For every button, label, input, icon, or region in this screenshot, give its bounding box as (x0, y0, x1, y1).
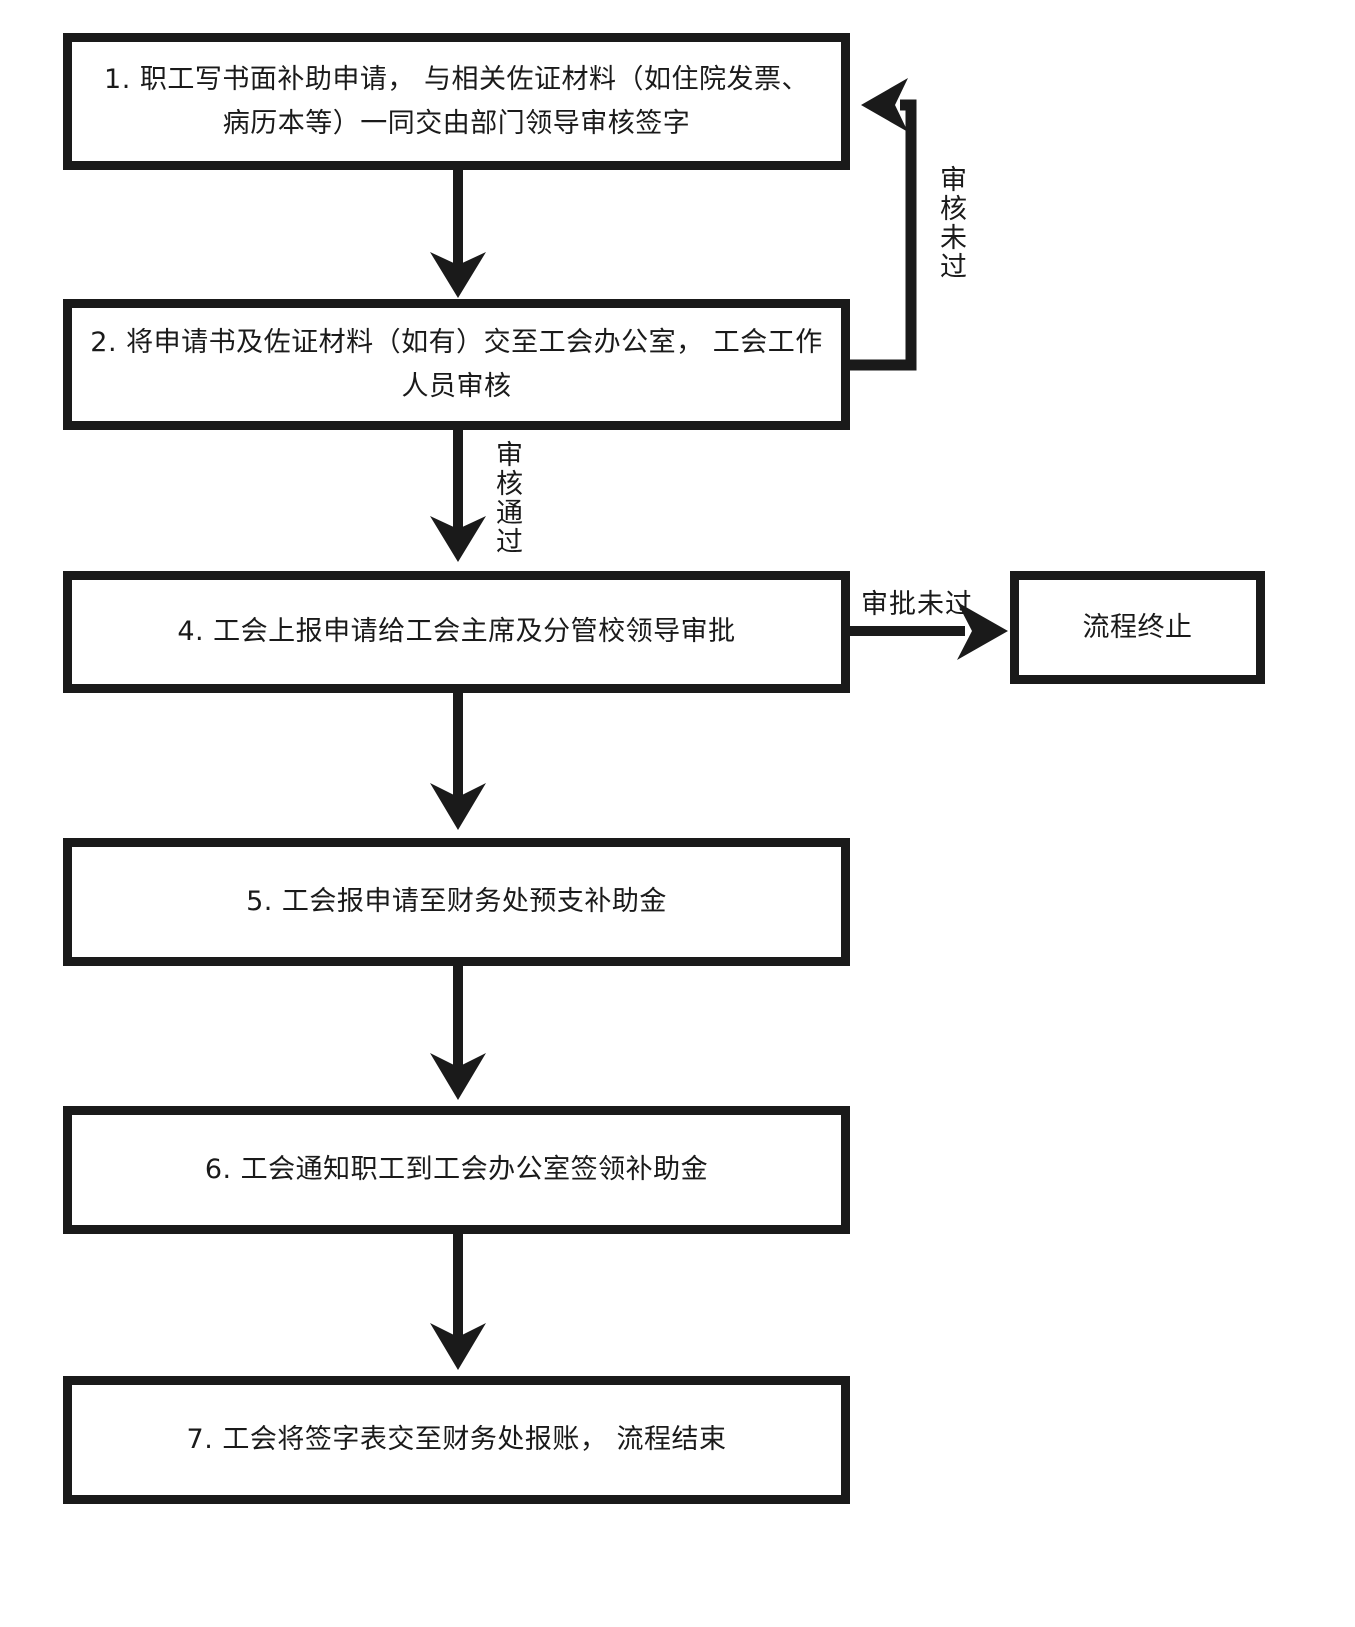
edge-n1-n2 (430, 170, 486, 298)
process-node-7-label: 7. 工会将签字表交至财务处报账， 流程结束 (186, 1424, 727, 1456)
terminal-node-label: 流程终止 (1082, 611, 1193, 643)
edge-n2-n1-feedback (850, 78, 917, 371)
edge-label-review-passed: 审核通过 (491, 440, 522, 556)
edge-n6-n7 (430, 1234, 486, 1370)
process-node-2[interactable]: 2. 将申请书及佐证材料（如有）交至工会办公室， 工会工作 人员审核 (63, 299, 850, 430)
edge-n5-n6 (430, 966, 486, 1100)
process-node-1[interactable]: 1. 职工写书面补助申请， 与相关佐证材料（如住院发票、 病历本等）一同交由部门… (63, 33, 850, 170)
process-node-4[interactable]: 4. 工会上报申请给工会主席及分管校领导审批 (63, 571, 850, 693)
edge-n4-n5 (430, 693, 486, 830)
process-node-6-label: 6. 工会通知职工到工会办公室签领补助金 (204, 1154, 709, 1186)
edge-label-review-rejected: 审核未过 (935, 165, 966, 281)
process-node-2-label: 2. 将申请书及佐证材料（如有）交至工会办公室， 工会工作 人员审核 (90, 326, 823, 402)
process-node-6[interactable]: 6. 工会通知职工到工会办公室签领补助金 (63, 1106, 850, 1234)
edge-label-approval-rejected: 审批未过 (861, 589, 973, 620)
process-node-5-label: 5. 工会报申请至财务处预支补助金 (246, 886, 667, 918)
terminal-node-process-end[interactable]: 流程终止 (1010, 571, 1265, 684)
process-node-5[interactable]: 5. 工会报申请至财务处预支补助金 (63, 838, 850, 966)
process-node-1-label: 1. 职工写书面补助申请， 与相关佐证材料（如住院发票、 病历本等）一同交由部门… (104, 63, 809, 139)
edge-n2-n4 (430, 430, 486, 562)
process-node-7[interactable]: 7. 工会将签字表交至财务处报账， 流程结束 (63, 1376, 850, 1504)
process-node-4-label: 4. 工会上报申请给工会主席及分管校领导审批 (177, 616, 736, 648)
